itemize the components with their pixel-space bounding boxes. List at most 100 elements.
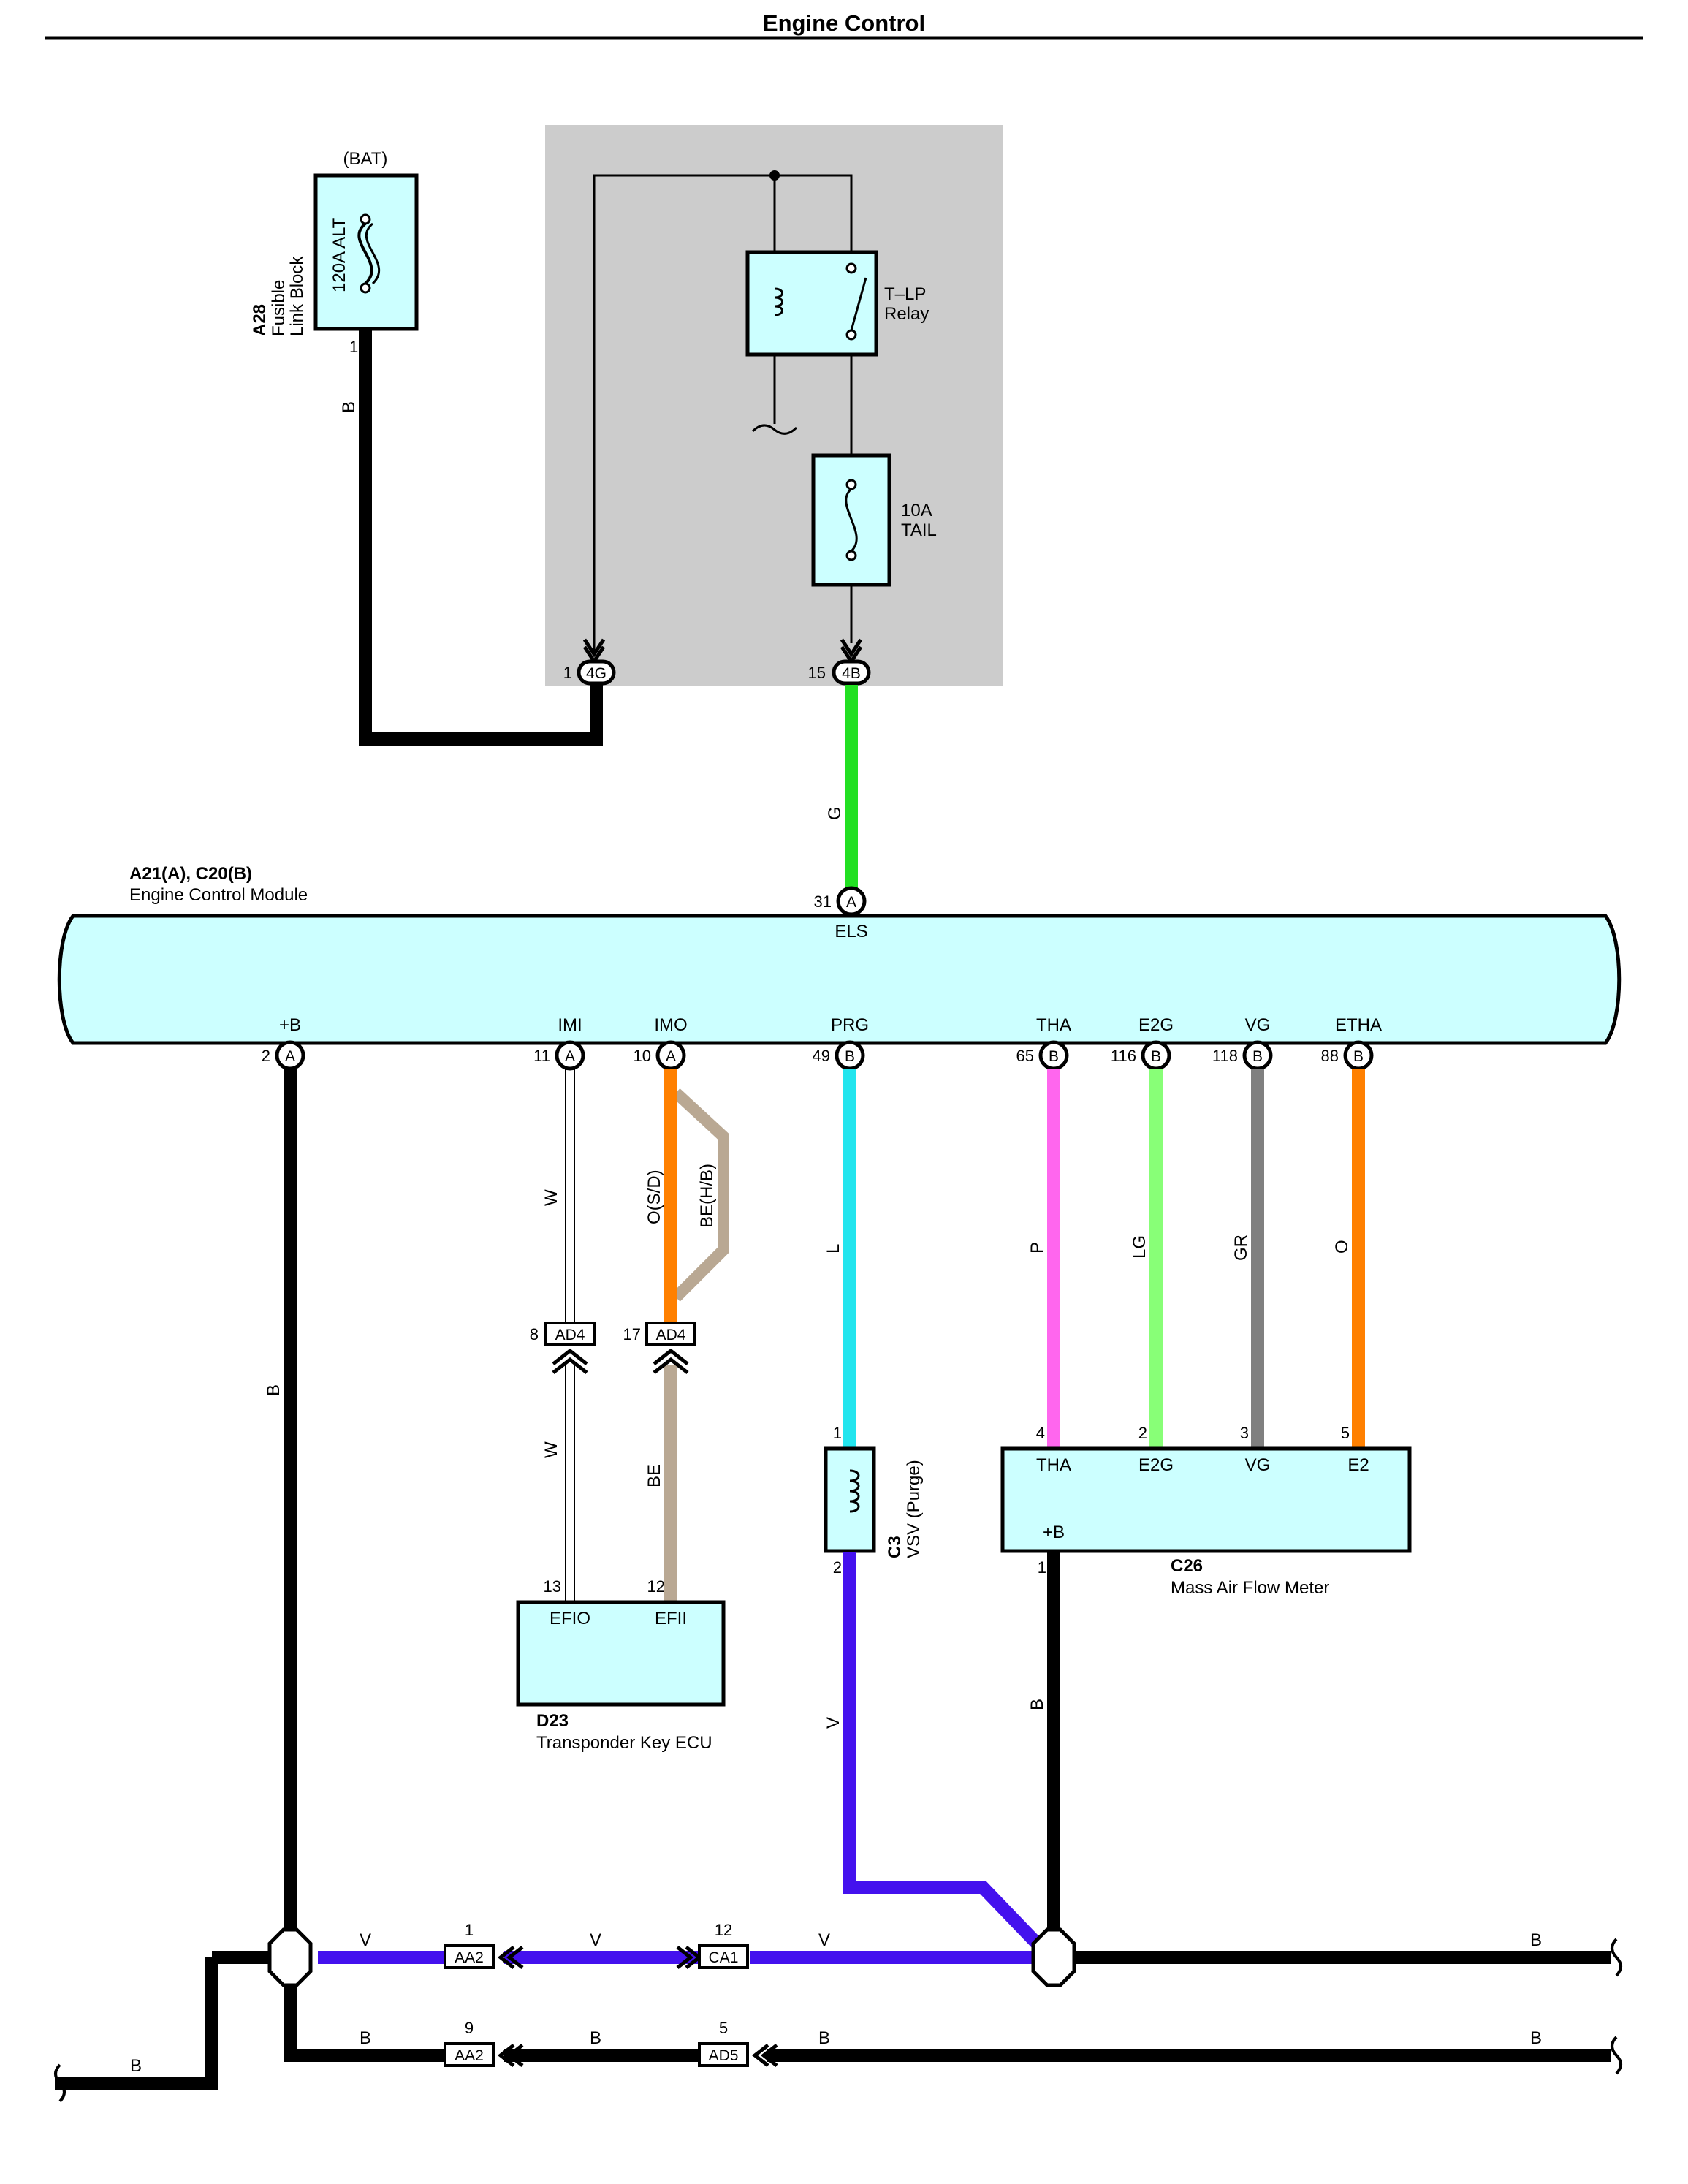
transponder-pin-efio: EFIO: [550, 1609, 590, 1628]
svg-text:4G: 4G: [586, 665, 607, 682]
ecm-pin-10-num: 10: [634, 1047, 651, 1065]
svg-text:B: B: [845, 1048, 855, 1065]
connector-aa2-row2: AA2: [444, 2042, 524, 2067]
junction-ad4-left-arrow-icon: [552, 1348, 588, 1374]
vsv-code: C3: [885, 1536, 905, 1558]
mass-air-flow-meter: [1000, 1446, 1412, 1553]
bat-label: (BAT): [343, 149, 388, 169]
vsv-name: VSV (Purge): [904, 1460, 924, 1558]
ecm-pin-prg-label: PRG: [831, 1015, 869, 1035]
ecm-pin-65-num: 65: [1016, 1047, 1034, 1065]
maf-pin-5: 5: [1341, 1424, 1350, 1442]
transponder-pin-12: 12: [647, 1577, 665, 1596]
ecm-pin-vg: B: [1242, 1040, 1273, 1071]
maf-pin-e2: E2: [1347, 1455, 1369, 1475]
junction-ad4-right-pin: 17: [623, 1325, 641, 1343]
row1-wire-label-2: V: [590, 1930, 601, 1950]
ecm-name: Engine Control Module: [129, 885, 308, 905]
wire-imi: [565, 1069, 575, 1601]
svg-text:AD4: AD4: [656, 1327, 686, 1343]
fuse-icon: [845, 488, 858, 553]
ecm-pin-e2g-label: E2G: [1138, 1015, 1174, 1035]
svg-text:AD4: AD4: [555, 1327, 585, 1343]
svg-text:A: A: [846, 894, 856, 911]
wire-imo-lower-label: BE: [645, 1464, 664, 1487]
ecm-pin-49-num: 49: [813, 1047, 830, 1065]
wire-imo-alt: [672, 1088, 729, 1302]
fuse-rating: 10A: [901, 501, 932, 520]
break-row2-right-icon: [1611, 2036, 1622, 2075]
junction-ad4-left: AD4: [544, 1322, 596, 1374]
svg-text:AD5: AD5: [709, 2047, 739, 2064]
transponder-pin-13: 13: [544, 1577, 561, 1596]
ecm-pin-tha-label: THA: [1036, 1015, 1071, 1035]
ecm-pin-116-num: 116: [1111, 1047, 1136, 1065]
wire-imi-label: W: [541, 1189, 561, 1206]
maf-pin-3: 3: [1240, 1424, 1249, 1442]
vsv-purge: [824, 1446, 876, 1553]
ecm-pin-31: A: [836, 886, 867, 917]
transponder-name: Transponder Key ECU: [536, 1733, 712, 1753]
row2-wire-label-2: B: [590, 2028, 601, 2048]
relay-name-line1: T–LP: [884, 284, 926, 304]
ecm-pin-imo-label: IMO: [654, 1015, 687, 1035]
wire-maf-b-label: B: [1027, 1699, 1047, 1710]
transponder-pin-efii: EFII: [655, 1609, 687, 1628]
connector-4b-pin: 15: [808, 664, 826, 682]
vsv-pin-2: 2: [833, 1558, 842, 1577]
row2-wire-label-3: B: [818, 2028, 830, 2048]
ecm-pin-vg-label: VG: [1245, 1015, 1271, 1035]
row1-wire-label-3: V: [818, 1930, 830, 1950]
splice-right: [1031, 1927, 1076, 1987]
svg-text:B: B: [1049, 1048, 1059, 1065]
maf-plus-b-label: +B: [1043, 1523, 1065, 1542]
relay-name-line2: Relay: [884, 304, 929, 324]
ecm-pin-plus-b: A: [275, 1040, 305, 1071]
svg-text:AA2: AA2: [455, 1949, 484, 1966]
connector-4g: 4G: [577, 659, 616, 686]
ecm-pin-e2g: B: [1141, 1040, 1171, 1071]
connector-4b: 4B: [832, 659, 871, 686]
relay-switch-icon: [850, 277, 867, 331]
fusible-link-name2: Link Block: [287, 256, 307, 336]
ecm-pin-etha: B: [1343, 1040, 1374, 1071]
engine-control-module: [57, 914, 1622, 1045]
wire-imi-lower-label: W: [541, 1441, 561, 1458]
wire-imo-label: O(S/D): [645, 1169, 664, 1224]
ecm-pin-etha-label: ETHA: [1335, 1015, 1382, 1035]
connector-aa2-row2-pin: 9: [465, 2019, 474, 2037]
fusible-link-name1: Fusible: [269, 280, 289, 336]
ground-symbol: [751, 424, 798, 435]
wire-imo-alt-label: BE(H/B): [697, 1164, 717, 1228]
fusible-link-block: [313, 173, 419, 331]
page-title: Engine Control: [763, 10, 925, 36]
fuse-name: TAIL: [901, 520, 937, 540]
wire-els-label: G: [825, 806, 845, 820]
connector-aa2-row1: AA2: [444, 1944, 524, 1969]
splice-left: [267, 1927, 313, 1987]
vsv-coil-icon: [849, 1469, 860, 1513]
ecm-pin-imi-label: IMI: [558, 1015, 582, 1035]
maf-pin-4: 4: [1036, 1424, 1045, 1442]
transponder-key-ecu: [516, 1600, 726, 1707]
wire-left-b-label: B: [130, 2056, 142, 2076]
wire-etha-label: O: [1332, 1240, 1352, 1254]
tlp-relay: [745, 250, 878, 357]
break-left-icon: [54, 2063, 66, 2103]
connector-ca1-row1: CA1: [676, 1944, 749, 1969]
tail-fuse: [811, 453, 891, 587]
ecm-pin-11-num: 11: [533, 1047, 550, 1065]
ecm-pin-els-label: ELS: [835, 922, 867, 941]
break-row1-right-icon: [1611, 1938, 1622, 1977]
wire-vsv-label: V: [824, 1717, 843, 1729]
row1-wire-label-4: B: [1530, 1930, 1542, 1950]
maf-name: Mass Air Flow Meter: [1171, 1578, 1329, 1598]
wire-left-b: [55, 1957, 218, 2090]
junction-ad4-right: AD4: [645, 1322, 696, 1374]
svg-text:A: A: [285, 1048, 295, 1065]
maf-pin-vg: VG: [1245, 1455, 1271, 1475]
row2-wire-label-4: B: [1530, 2028, 1542, 2048]
wire-tha-label: P: [1027, 1242, 1047, 1254]
wire-vsv-violet: [843, 1552, 1043, 1949]
